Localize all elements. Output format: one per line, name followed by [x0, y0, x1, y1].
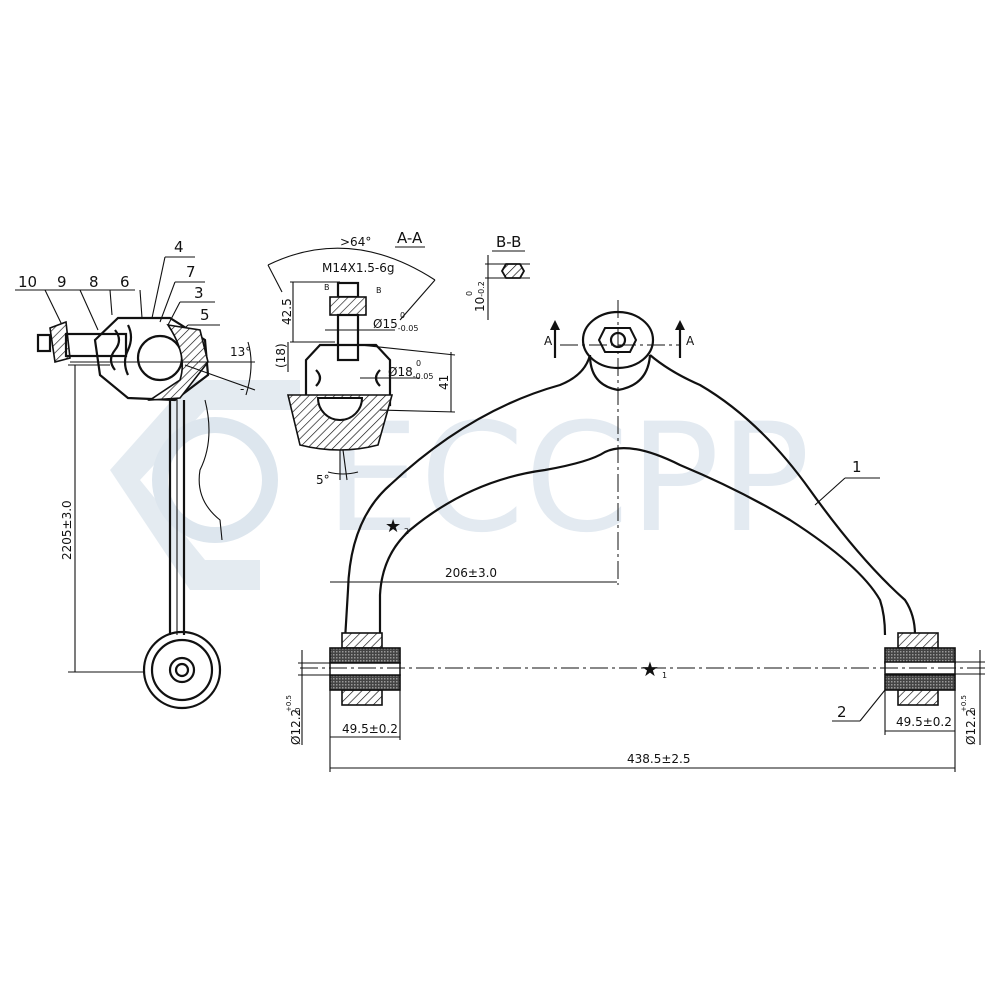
dia-18: Ø18-0.05 [388, 365, 433, 381]
bore-tol-upper-right: +0.5 [960, 695, 968, 712]
bore-tol-upper-left: +0.5 [285, 695, 293, 712]
height-42-5: 42.5 [280, 298, 294, 325]
star-2-icon: ★ [385, 516, 401, 537]
star-2-sub: 2 [404, 527, 409, 536]
b-mark-right: B [376, 286, 382, 295]
section-aa-title: A-A [397, 229, 423, 247]
bb-dim-value: 10 [473, 297, 487, 312]
dia-15-value: Ø15 [373, 317, 398, 331]
star-1-sub: 1 [662, 671, 667, 680]
angle-minus: - [240, 382, 244, 396]
bushing-width-right: 49.5±0.2 [896, 715, 952, 729]
part-label-4: 4 [174, 238, 184, 256]
dia-18-value: Ø18 [388, 365, 413, 379]
dia-15-tol-upper: 0 [400, 311, 405, 320]
angle-13: 13° [230, 345, 251, 359]
part-label-3: 3 [194, 284, 204, 302]
thread-spec: M14X1.5-6g [322, 261, 395, 275]
offset-dimension: 206±3.0 [445, 566, 497, 580]
part-label-5: 5 [200, 306, 210, 324]
side-view: 10 9 8 6 4 7 3 5 13° - 2205±3.0 [15, 238, 256, 710]
b-mark-left: B [324, 283, 330, 292]
dia-18-tol-lower: -0.05 [413, 372, 434, 381]
section-mark-a-right: A [686, 334, 695, 348]
angle-64: >64° [340, 235, 371, 249]
part-label-1: 1 [852, 458, 862, 476]
length-dimension: 2205±3.0 [60, 500, 74, 560]
bushing-width-left: 49.5±0.2 [342, 722, 398, 736]
part-label-2: 2 [837, 703, 847, 721]
watermark-text: ECCPP [325, 392, 810, 566]
watermark-logo: ECCPP [110, 380, 810, 590]
bore-dia-right: Ø12.2 [964, 709, 978, 745]
main-view: A A 1 ★ 2 206±3.0 ★ 1 2 49.5±0.2 49.5 [285, 300, 985, 772]
tilt-5: 5° [316, 473, 330, 487]
part-label-8: 8 [89, 273, 99, 291]
bb-dim-tol-upper: 0 [465, 291, 474, 296]
bore-dia-left: Ø12.2 [289, 709, 303, 745]
star-1-icon: ★ [641, 657, 659, 681]
overall-dimension: 438.5±2.5 [627, 752, 691, 766]
bore-tol-lower-left: 0 [294, 708, 302, 712]
bore-tol-lower-right: 0 [969, 708, 977, 712]
section-b-b: B-B 10-0.2 0 [465, 233, 530, 320]
part-label-6: 6 [120, 273, 130, 291]
section-mark-a-left: A [544, 334, 553, 348]
dia-18-tol-upper: 0 [416, 359, 421, 368]
dim-41: 41 [437, 375, 451, 390]
ref-18: (18) [274, 343, 288, 368]
dia-15: Ø15-0.05 [373, 317, 418, 333]
bb-dim: 10-0.2 [473, 281, 487, 312]
part-label-10: 10 [18, 273, 37, 291]
dia-15-tol-lower: -0.05 [398, 324, 419, 333]
part-label-7: 7 [186, 263, 196, 281]
section-bb-title: B-B [496, 233, 521, 251]
section-a-a: A-A >64° M14X1.5-6g B B 42.5 (18) Ø15-0.… [267, 229, 456, 487]
part-label-9: 9 [57, 273, 67, 291]
bb-dim-tol-lower: -0.2 [477, 281, 486, 297]
